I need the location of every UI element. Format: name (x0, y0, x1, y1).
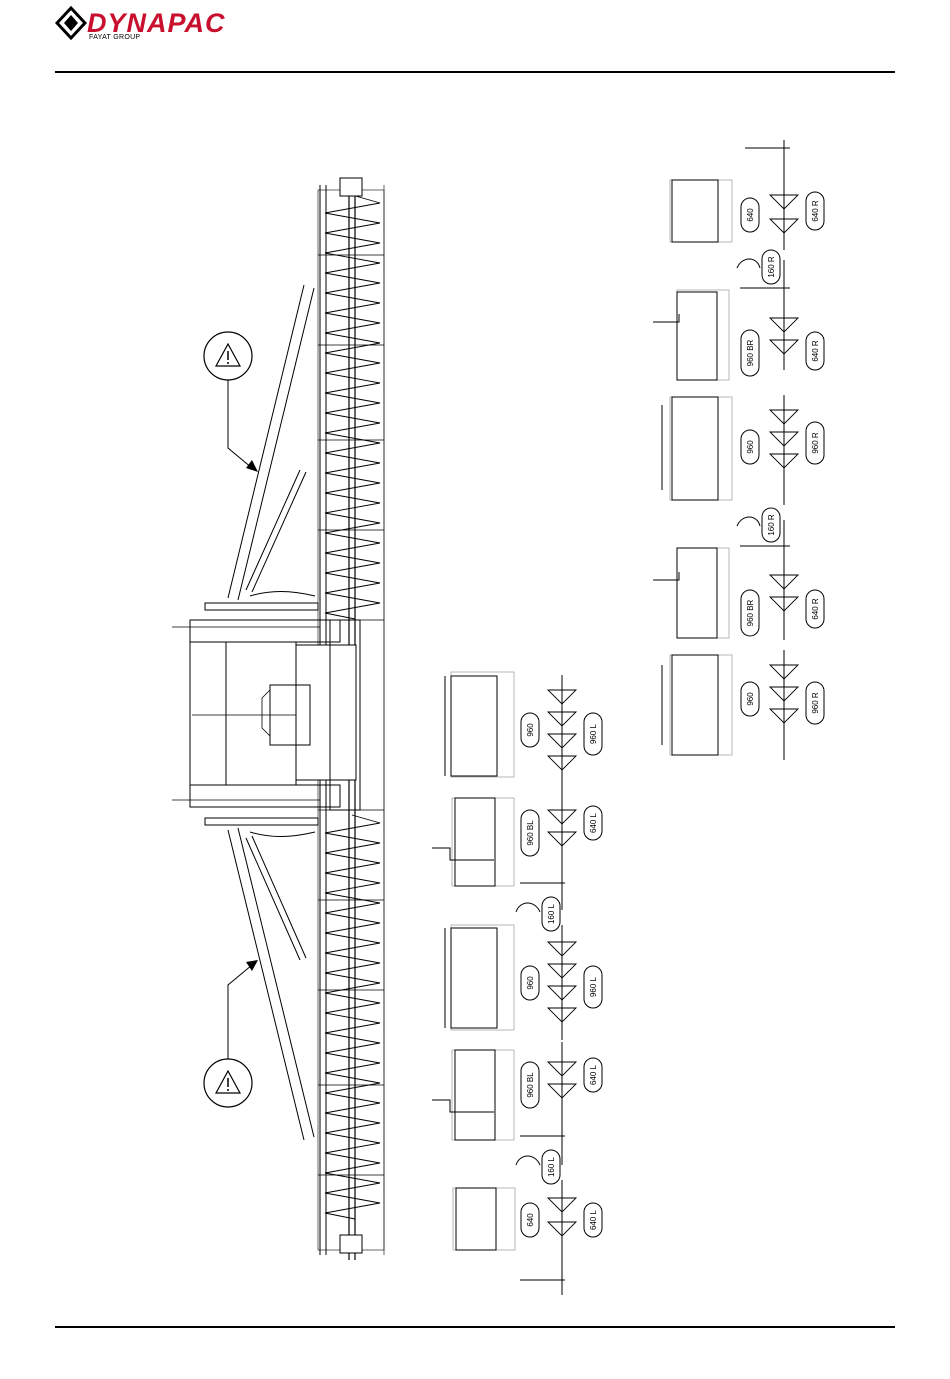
left-module-5 (453, 1180, 602, 1295)
right-module-1 (662, 650, 824, 760)
left-module-1 (445, 672, 602, 790)
left-1-auger-label: 960 L (589, 723, 598, 744)
left-1-block-label: 960 (526, 723, 535, 737)
right-2-block-label: 960 BR (746, 599, 755, 626)
right-5-auger-label: 640 R (811, 200, 820, 222)
right-1-auger-label: 960 R (811, 692, 820, 714)
right-3-auger-label: 960 R (811, 432, 820, 454)
left-module-4 (432, 1042, 602, 1184)
right-2-auger-label: 640 R (811, 598, 820, 620)
right-module-2 (653, 508, 824, 640)
left-module-2 (432, 790, 602, 931)
left-2-end-label: 160 L (547, 903, 556, 924)
left-2-auger-label: 640 L (589, 812, 598, 833)
upper-auger-flights (325, 195, 380, 619)
right-4-block-label: 960 BR (746, 339, 755, 366)
right-5-block-label: 640 (746, 208, 755, 222)
left-3-block-label: 960 (526, 976, 535, 990)
left-module-3 (445, 925, 602, 1040)
left-3-auger-label: 960 L (589, 976, 598, 997)
left-5-auger-label: 640 L (589, 1209, 598, 1230)
left-4-auger-label: 640 L (589, 1064, 598, 1085)
left-5-block-label: 640 (526, 1213, 535, 1227)
right-module-5 (670, 140, 824, 250)
warning-callout-upper (204, 332, 258, 472)
right-module-3 (662, 395, 824, 505)
left-4-end-label: 160 L (547, 1156, 556, 1177)
right-4-end-label: 160 R (767, 256, 776, 278)
right-module-4 (653, 250, 824, 380)
right-2-end-label: 160 R (767, 514, 776, 536)
lower-auger-flights (325, 815, 380, 1219)
main-screed-assembly (172, 178, 384, 1260)
left-2-block-label: 960 BL (526, 820, 535, 846)
right-3-block-label: 960 (746, 440, 755, 454)
warning-callout-lower (204, 960, 258, 1107)
right-4-auger-label: 640 R (811, 340, 820, 362)
right-1-block-label: 960 (746, 692, 755, 706)
left-extension-modules (432, 672, 602, 1295)
right-extension-modules (653, 140, 824, 760)
left-4-block-label: 960 BL (526, 1072, 535, 1098)
